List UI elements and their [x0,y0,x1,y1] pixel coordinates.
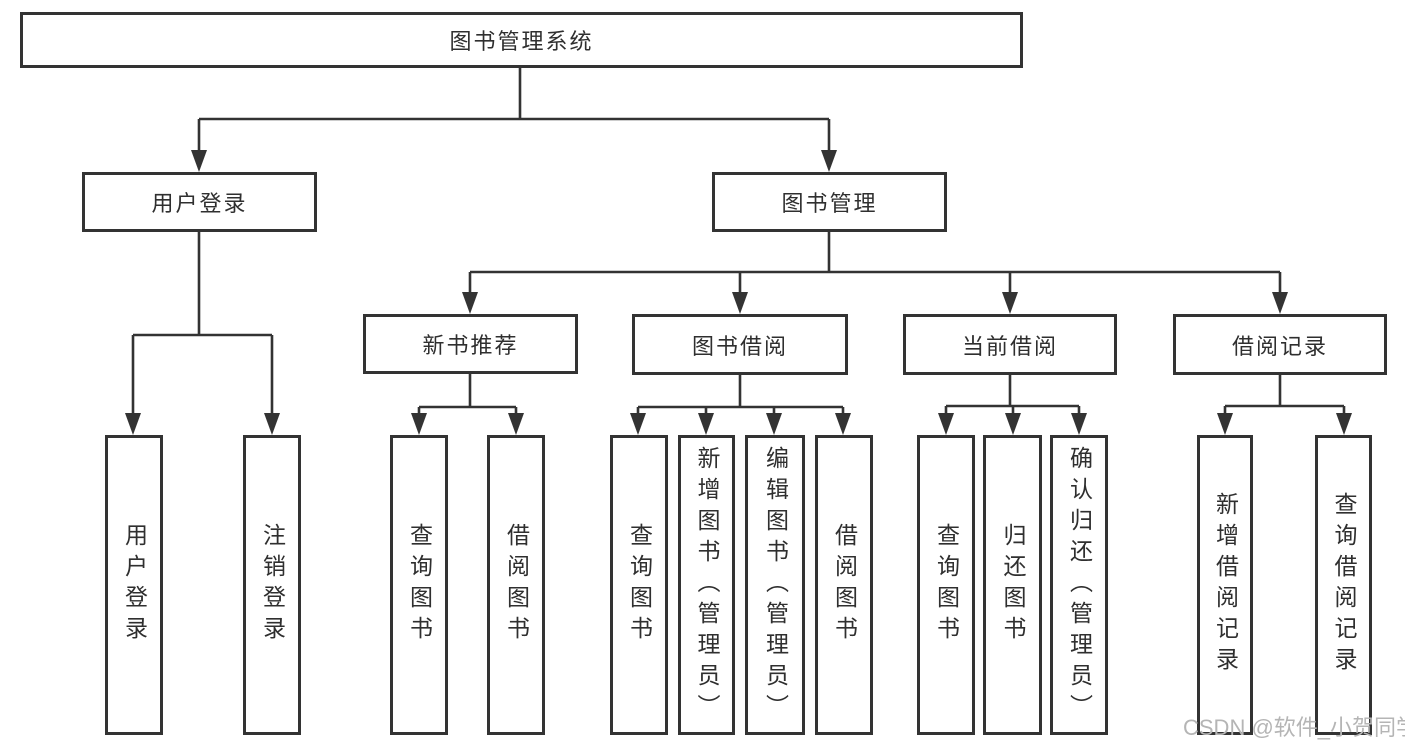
leaf-logout: 注销登录 [243,435,301,735]
node-book-management: 图书管理 [712,172,947,232]
leaf-return-books-label: 归还图书 [1000,523,1026,647]
leaf-borrow-books-borrowing: 借阅图书 [815,435,873,735]
leaf-borrow-books-recommend: 借阅图书 [487,435,545,735]
node-borrowing-records-label: 借阅记录 [1231,333,1328,359]
leaf-user-login: 用户登录 [105,435,163,735]
node-new-book-recommend: 新书推荐 [363,314,578,374]
leaf-add-books-admin: 新增图书（管理员） [678,435,735,735]
node-root-label: 图书管理系统 [449,29,594,54]
node-book-borrowing: 图书借阅 [632,314,848,375]
leaf-query-books-borrowing: 查询图书 [610,435,668,735]
node-current-borrowing: 当前借阅 [903,314,1117,375]
node-new-book-recommend-label: 新书推荐 [422,333,519,358]
leaf-borrow-books-recommend-label: 借阅图书 [503,523,530,647]
leaf-borrow-books-borrowing-label: 借阅图书 [831,523,858,647]
leaf-add-books-admin-label: 新增图书（管理员） [694,445,720,725]
leaf-edit-books-admin-label: 编辑图书（管理员） [762,445,789,725]
leaf-query-books-recommend-label: 查询图书 [406,523,433,647]
node-borrowing-records: 借阅记录 [1173,314,1387,375]
node-root-system: 图书管理系统 [20,12,1023,68]
leaf-query-books-current: 查询图书 [917,435,975,735]
node-user-login: 用户登录 [82,172,317,232]
leaf-return-books: 归还图书 [983,435,1042,735]
arrowheads [125,150,1352,435]
leaf-add-borrow-record: 新增借阅记录 [1197,435,1253,735]
node-current-borrowing-label: 当前借阅 [961,333,1058,359]
leaf-query-borrow-record: 查询借阅记录 [1315,435,1372,735]
leaf-query-borrow-record-label: 查询借阅记录 [1331,492,1357,678]
leaf-logout-label: 注销登录 [259,523,286,647]
leaf-query-books-recommend: 查询图书 [390,435,448,735]
watermark: CSDN @软件_小贺同学 [1183,715,1405,740]
leaf-user-login-label: 用户登录 [121,523,148,647]
node-user-login-label: 用户登录 [151,191,248,216]
leaf-query-books-borrowing-label: 查询图书 [626,523,653,647]
leaf-add-borrow-record-label: 新增借阅记录 [1212,492,1239,678]
node-book-borrowing-label: 图书借阅 [691,333,788,359]
leaf-edit-books-admin: 编辑图书（管理员） [745,435,805,735]
leaf-confirm-return-admin: 确认归还（管理员） [1050,435,1108,735]
leaf-query-books-current-label: 查询图书 [933,523,960,647]
leaf-confirm-return-admin-label: 确认归还（管理员） [1066,445,1093,725]
node-book-management-label: 图书管理 [781,191,878,216]
